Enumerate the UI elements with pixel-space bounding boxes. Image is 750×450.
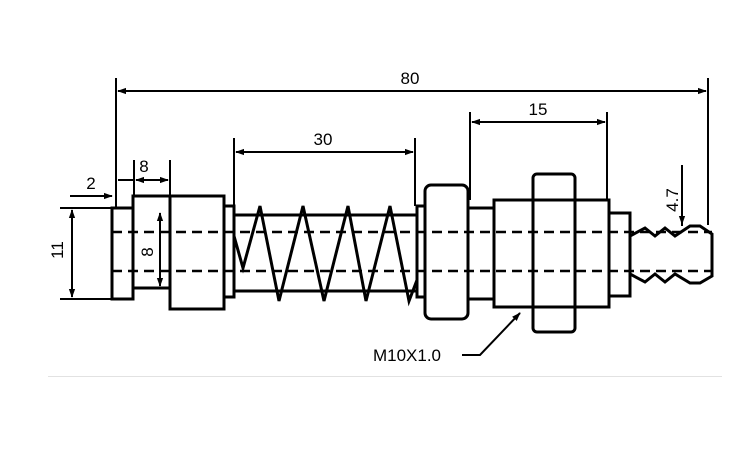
thread-spec-label: M10X1.0 bbox=[373, 346, 441, 365]
overall-length-label: 80 bbox=[401, 69, 420, 88]
cap-height-label: 11 bbox=[48, 241, 67, 259]
thread-leader-line bbox=[462, 312, 521, 356]
spring-cap bbox=[168, 194, 226, 311]
bore-lines bbox=[112, 230, 712, 273]
flange-thickness-label: 2 bbox=[86, 174, 95, 193]
extension-lines bbox=[60, 78, 709, 300]
hex-nut bbox=[531, 172, 577, 334]
compression-spring bbox=[232, 205, 419, 307]
threaded-body bbox=[492, 198, 611, 309]
barbed-tip bbox=[628, 224, 714, 285]
cap-width-label: 8 bbox=[139, 157, 148, 176]
tip-diameter-label: 4.7 bbox=[663, 188, 682, 212]
end-flange bbox=[110, 206, 135, 301]
inner-diameter-label: 8 bbox=[138, 247, 157, 256]
thread-length-label: 15 bbox=[529, 100, 548, 119]
spring-length-label: 30 bbox=[314, 130, 333, 149]
spring-housing bbox=[232, 213, 419, 293]
body-neck bbox=[466, 206, 496, 301]
thread-callout bbox=[462, 312, 521, 356]
dimension-lines bbox=[68, 87, 707, 298]
lock-nut bbox=[423, 183, 470, 321]
collar bbox=[131, 194, 172, 290]
tip-collar bbox=[607, 211, 632, 298]
